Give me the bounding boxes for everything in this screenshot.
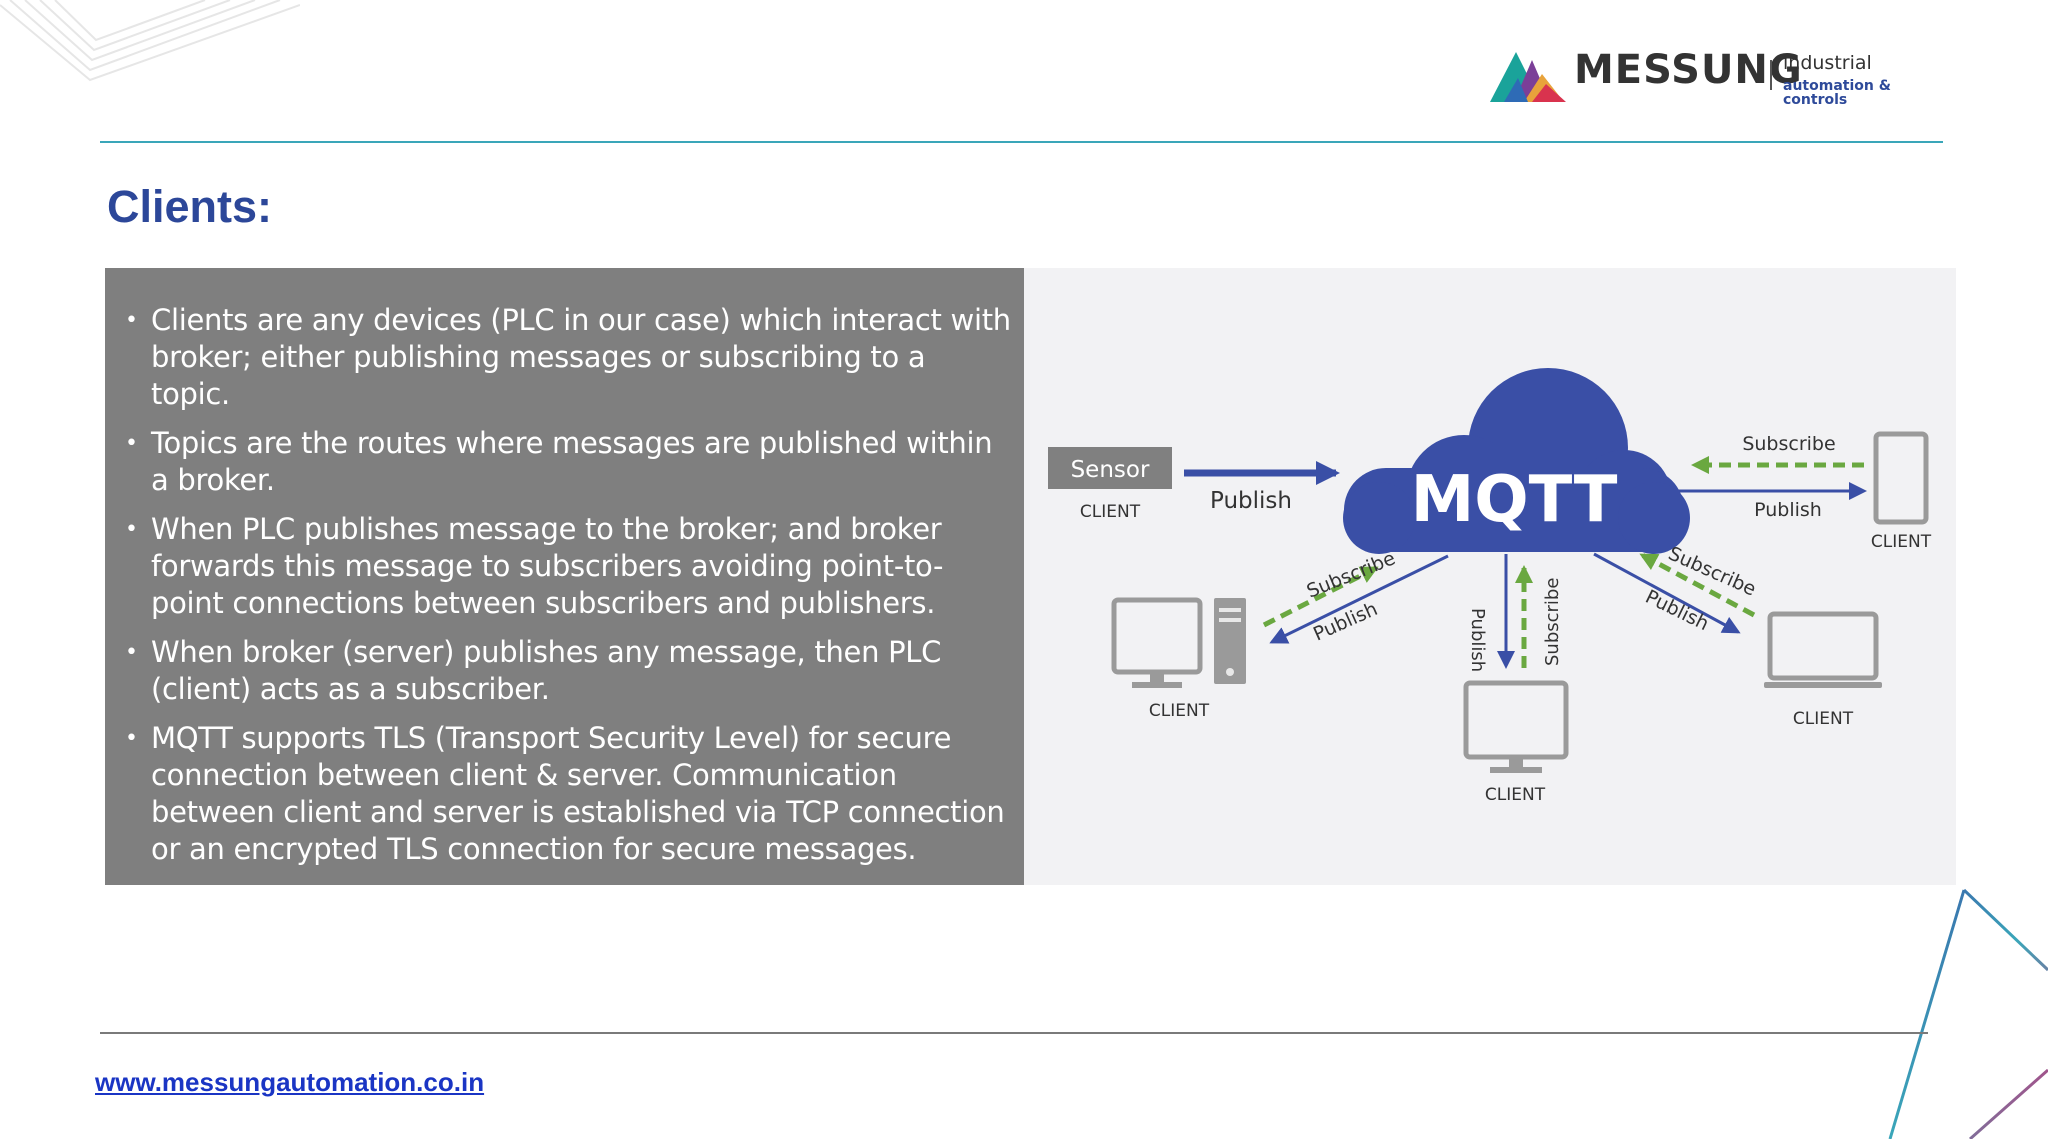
bullet-text: When PLC publishes message to the broker… xyxy=(151,512,944,620)
decorative-triangle-bottom-right xyxy=(1888,888,2048,1139)
company-logo: MESSUNG industrial automation & controls xyxy=(1488,44,1928,108)
footer-divider xyxy=(100,1032,1928,1034)
laptop-client-label: CLIENT xyxy=(1793,709,1854,729)
desktop-publish-arrow xyxy=(1269,554,1449,644)
phone-subscribe-label: Subscribe xyxy=(1742,433,1835,455)
bullet-text: Clients are any devices (PLC in our case… xyxy=(151,303,1011,411)
mqtt-diagram: MQTT Sensor CLIENT Publish Subscribe Pub… xyxy=(1048,368,1932,805)
broker-label: MQTT xyxy=(1411,463,1618,537)
decorative-lines-top-left xyxy=(0,0,300,82)
bullet-marker: • xyxy=(125,431,138,456)
laptop-subscribe-arrow xyxy=(1639,552,1756,618)
bullet-marker: • xyxy=(125,726,138,751)
desktop-computer-icon xyxy=(1111,597,1246,688)
bullet-item: • When PLC publishes message to the broke… xyxy=(125,511,1011,622)
mqtt-diagram-panel: MQTT Sensor CLIENT Publish Subscribe Pub… xyxy=(1024,268,1956,885)
bullet-item: • Topics are the routes where messages ar… xyxy=(125,425,1011,499)
cloud-icon xyxy=(1343,368,1690,554)
sensor-client-label: CLIENT xyxy=(1080,502,1141,522)
sensor-box xyxy=(1048,447,1172,489)
laptop-publish-arrow xyxy=(1593,552,1741,634)
slide-title: Clients: xyxy=(107,181,273,232)
desktop-client-label: CLIENT xyxy=(1149,701,1210,721)
bullet-text: When broker (server) publishes any messa… xyxy=(151,635,942,706)
desktop-subscribe-label: Subscribe xyxy=(1304,547,1399,602)
bullet-text: MQTT supports TLS (Transport Security Le… xyxy=(151,721,1005,866)
phone-icon xyxy=(1873,431,1929,525)
phone-client-label: CLIENT xyxy=(1871,532,1932,552)
bullet-panel: • Clients are any devices (PLC in our cas… xyxy=(105,268,1024,885)
bullet-list: • Clients are any devices (PLC in our cas… xyxy=(125,302,1011,880)
sensor-publish-label: Publish xyxy=(1210,488,1292,514)
logo-tagline-top: industrial xyxy=(1783,52,1872,74)
phone-publish-label: Publish xyxy=(1754,499,1822,521)
bullet-marker: • xyxy=(125,308,138,333)
logo-separator xyxy=(1770,60,1772,90)
bullet-item: • When broker (server) publishes any mess… xyxy=(125,634,1011,708)
bullet-marker: • xyxy=(125,640,138,665)
website-link[interactable]: www.messungautomation.co.in xyxy=(95,1067,485,1097)
bullet-item: • Clients are any devices (PLC in our cas… xyxy=(125,302,1011,413)
bullet-marker: • xyxy=(125,517,138,542)
header-divider xyxy=(100,141,1943,143)
logo-mark-icon xyxy=(1490,52,1566,102)
sensor-label: Sensor xyxy=(1071,457,1150,483)
monitor-icon xyxy=(1463,680,1569,773)
logo-brand-text: MESSUNG xyxy=(1574,47,1803,93)
bullet-item: • MQTT supports TLS (Transport Security L… xyxy=(125,720,1011,868)
laptop-icon xyxy=(1764,611,1882,688)
monitor-subscribe-label: Subscribe xyxy=(1542,578,1563,666)
laptop-publish-label: Publish xyxy=(1642,586,1713,635)
bullet-text: Topics are the routes where messages are… xyxy=(151,426,993,497)
desktop-subscribe-arrow xyxy=(1262,565,1379,628)
monitor-publish-label: Publish xyxy=(1467,608,1488,672)
logo-tagline-bottom: automation & controls xyxy=(1783,78,1891,108)
monitor-client-label: CLIENT xyxy=(1485,785,1546,805)
